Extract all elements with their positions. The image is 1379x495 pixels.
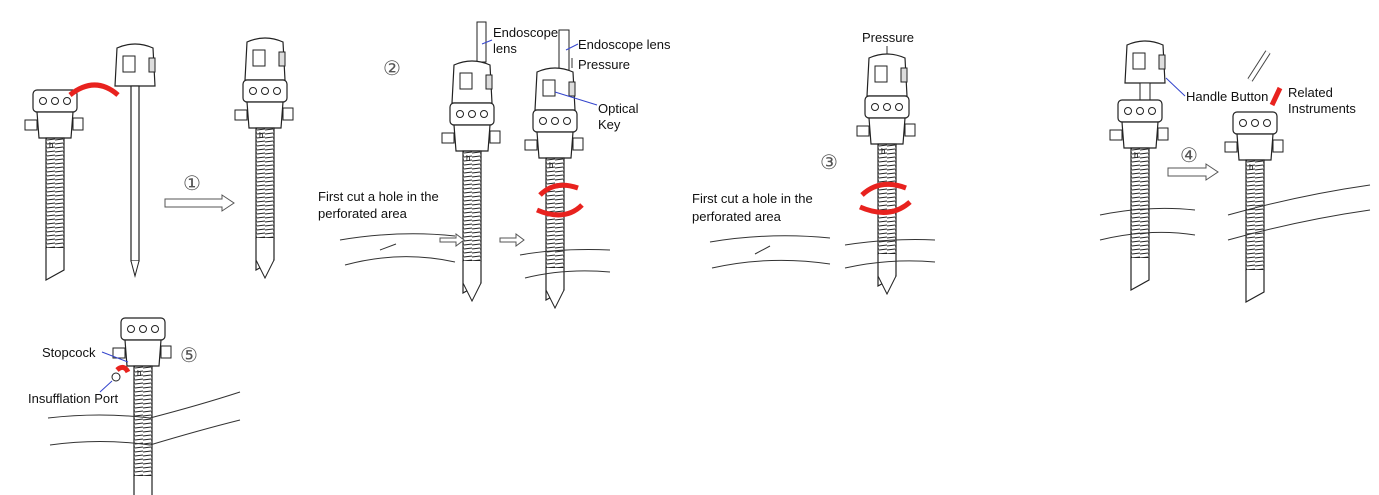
insert-arrow-icon bbox=[68, 82, 120, 98]
label-related-instruments: Related bbox=[1288, 85, 1333, 100]
arrow-right-icon bbox=[1167, 163, 1219, 181]
step-2: ② Endoscope lens Endoscope lens Pressure… bbox=[318, 21, 671, 308]
skin-lines bbox=[844, 239, 936, 269]
arrow-right-icon bbox=[439, 233, 465, 247]
step-number: ① bbox=[183, 171, 201, 195]
insufflation-port bbox=[111, 372, 121, 382]
label-endoscope-lens: Endoscope lens bbox=[578, 37, 671, 52]
label-optical-key: Key bbox=[598, 117, 621, 132]
handle-cap bbox=[1124, 40, 1166, 84]
step-number: ② bbox=[383, 56, 401, 80]
cannula bbox=[112, 317, 172, 495]
trocar bbox=[857, 54, 915, 294]
obturator bbox=[115, 44, 155, 276]
label-endoscope-lens: Endoscope bbox=[493, 25, 558, 40]
cannula bbox=[1109, 99, 1169, 291]
step-number: ⑤ bbox=[180, 343, 198, 367]
skin-lines bbox=[1227, 184, 1371, 241]
skin-lines bbox=[47, 391, 241, 446]
trocar bbox=[442, 61, 500, 301]
label-cut-hole: perforated area bbox=[318, 206, 408, 221]
label-handle-button: Handle Button bbox=[1186, 89, 1268, 104]
label-stopcock: Stopcock bbox=[42, 345, 96, 360]
label-cut-hole: perforated area bbox=[692, 209, 782, 224]
label-pressure: Pressure bbox=[862, 30, 914, 45]
skin-lines bbox=[709, 235, 831, 269]
step-1: ① bbox=[24, 38, 293, 281]
label-insufflation-port: Insufflation Port bbox=[28, 391, 118, 406]
step-number: ③ bbox=[820, 150, 838, 174]
arrow-right-icon bbox=[499, 233, 525, 247]
label-cut-hole: First cut a hole in the bbox=[692, 191, 813, 206]
cannula bbox=[24, 89, 84, 281]
step-3: Pressure ③ First cut a hole in the perfo… bbox=[692, 30, 936, 294]
label-optical-key: Optical bbox=[598, 101, 639, 116]
label-cut-hole: First cut a hole in the bbox=[318, 189, 439, 204]
insert-arrow-icon bbox=[1269, 86, 1283, 107]
cannula bbox=[1224, 111, 1284, 303]
label-endoscope-lens: lens bbox=[493, 41, 517, 56]
skin-lines bbox=[339, 233, 456, 266]
step-4: Handle Button ④ Related Instruments bbox=[1099, 40, 1371, 303]
stopcock-turn-icon bbox=[115, 364, 131, 374]
step-number: ④ bbox=[1180, 143, 1198, 167]
skin-lines bbox=[519, 249, 611, 279]
endoscope-lens bbox=[476, 21, 487, 63]
label-pressure: Pressure bbox=[578, 57, 630, 72]
arrow-right-icon bbox=[164, 194, 235, 212]
step-5: ⑤ Stopcock Insufflation Port bbox=[28, 317, 241, 495]
skin-lines bbox=[1099, 207, 1196, 241]
assembled-trocar bbox=[235, 38, 293, 278]
label-related-instruments: Instruments bbox=[1288, 101, 1356, 116]
rotate-arrow-icon bbox=[860, 181, 907, 197]
rotate-arrow-icon bbox=[538, 182, 579, 197]
